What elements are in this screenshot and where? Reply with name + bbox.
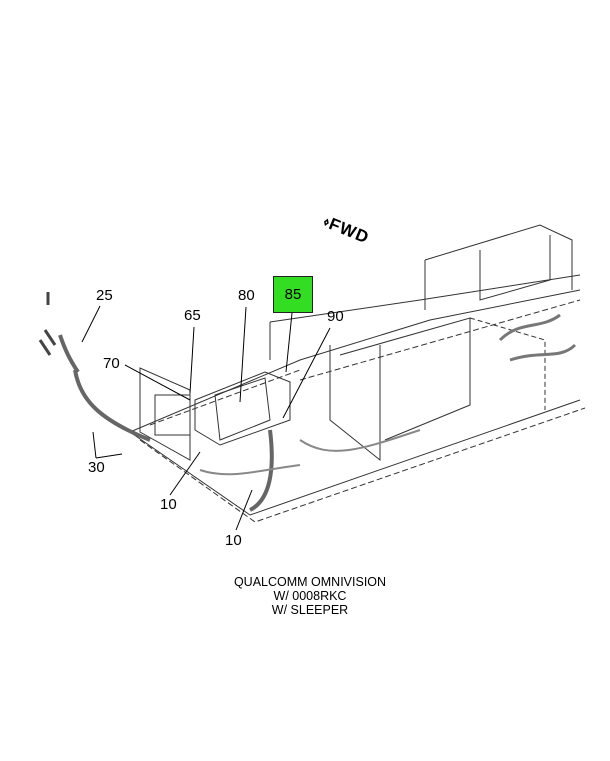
callout-30[interactable]: 30 xyxy=(88,459,105,476)
leader-80 xyxy=(239,306,247,403)
leader-65 xyxy=(189,326,195,394)
harness-connectors xyxy=(38,292,57,356)
callout-85-highlighted[interactable]: 85 xyxy=(273,276,313,313)
caption-line: W/ 0008RKC xyxy=(273,589,347,603)
leader-85 xyxy=(285,312,293,373)
callout-80[interactable]: 80 xyxy=(238,287,255,304)
callout-70[interactable]: 70 xyxy=(103,355,120,372)
callout-10-a[interactable]: 10 xyxy=(160,496,177,513)
transformer xyxy=(154,394,191,436)
leader-lines xyxy=(81,305,331,531)
sleeper-box xyxy=(424,224,573,310)
callout-90[interactable]: 90 xyxy=(327,308,344,325)
callout-65[interactable]: 65 xyxy=(184,307,201,324)
sleeper-harness xyxy=(498,313,577,362)
module-box xyxy=(194,371,291,446)
caption-line: W/ SLEEPER xyxy=(271,603,349,617)
leader-90 xyxy=(282,327,331,419)
leader-70 xyxy=(124,364,191,401)
leader-10-a xyxy=(169,451,201,496)
callout-25[interactable]: 25 xyxy=(96,287,113,304)
diagram-caption: QUALCOMM OMNIVISION W/ 0008RKC W/ SLEEPE… xyxy=(200,575,420,617)
sleeper-frame xyxy=(339,317,471,441)
front-bulkhead xyxy=(139,367,191,461)
callout-85: 85 xyxy=(284,286,302,303)
callout-10-b[interactable]: 10 xyxy=(225,532,242,549)
module-box-face xyxy=(214,377,271,441)
rear-wall xyxy=(269,274,581,462)
leader-25 xyxy=(81,305,101,343)
leader-10-b xyxy=(235,489,253,531)
floor-cables xyxy=(199,429,421,476)
floor-dashes xyxy=(139,299,586,523)
leader-30 xyxy=(92,431,123,459)
caption-line: QUALCOMM OMNIVISION xyxy=(233,575,387,589)
harness xyxy=(58,334,274,512)
sleeper-frame-dashed xyxy=(469,317,546,410)
